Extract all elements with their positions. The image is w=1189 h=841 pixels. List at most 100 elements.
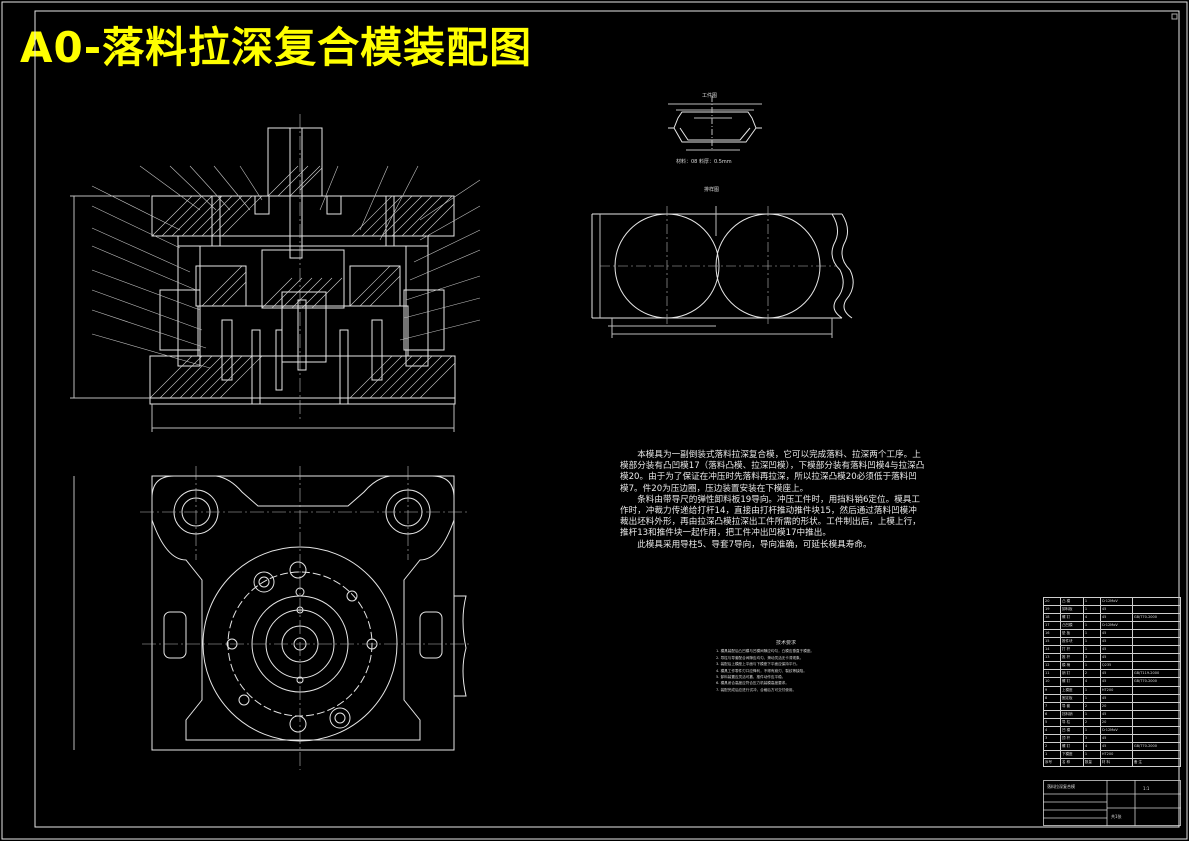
title-block: 落料拉深复合模 1:1 共1张 [1043, 780, 1181, 826]
bom-cell [1131, 693, 1182, 703]
bom-cell: 凸 模 [1059, 596, 1084, 607]
bom-cell: 1 [1082, 661, 1101, 671]
tech-item: 7. 装配完成后应进行试冲，合格后方可交付使用。 [716, 687, 797, 692]
bom-cell: 4 [1082, 741, 1101, 751]
bom-cell: 15 [1043, 637, 1061, 647]
bom-cell: 1 [1082, 645, 1101, 655]
bom-cell [1131, 701, 1182, 711]
bom-cell: 45 [1099, 605, 1133, 615]
design-description: 本模具为一副倒装式落料拉深复合模，它可以完成落料、拉深两个工序。上模部分装有凸凹… [620, 450, 925, 551]
bom-cell: 销 钉 [1059, 669, 1084, 679]
title-block-name: 落料拉深复合模 [1047, 784, 1075, 789]
bom-cell: 凹 模 [1059, 725, 1084, 735]
bom-cell: 45 [1099, 629, 1133, 639]
tech-item: 5. 卸料装置应灵活可靠，推件动作应平稳。 [716, 675, 786, 680]
bom-cell: 上模座 [1059, 685, 1084, 695]
bom-cell: Cr12MoV [1099, 621, 1133, 631]
tech-item: 4. 模具工作零件刃口应锋利，不得有崩刃、裂纹等缺陷。 [716, 668, 807, 673]
bom-cell: 45 [1099, 677, 1133, 687]
tech-item: 2. 导柱与导套配合间隙应均匀，滑动灵活无卡滞现象。 [716, 655, 804, 660]
bom-cell [1131, 621, 1182, 631]
bom-header-row: 序号 名 称 数量 材 料 备 注 [1043, 757, 1182, 767]
bom-header-cell: 名 称 [1059, 757, 1084, 767]
bom-cell: 1 [1082, 637, 1101, 647]
section-view [70, 127, 456, 432]
bom-cell: 45 [1099, 693, 1133, 703]
bom-cell: 螺 钉 [1059, 741, 1084, 751]
bom-cell [1131, 749, 1182, 759]
bom-cell: 20 [1043, 596, 1061, 607]
bom-cell: 45 [1099, 653, 1133, 663]
bom-cell: 挡料销 [1059, 709, 1084, 719]
bom-cell: 打 杆 [1059, 645, 1084, 655]
bom-cell: Q235 [1099, 661, 1133, 671]
bom-cell: 45 [1099, 741, 1133, 751]
title-block-sheet: 共1张 [1111, 814, 1122, 819]
bom-cell: 20 [1099, 701, 1133, 711]
bom-cell [1131, 645, 1182, 655]
bom-cell [1131, 661, 1182, 671]
title-block-scale: 1:1 [1143, 786, 1150, 791]
bom-cell [1131, 709, 1182, 719]
bom-cell: 卸料板 [1059, 605, 1084, 615]
plan-view [73, 475, 467, 751]
bom-cell: 1 [1043, 749, 1061, 759]
bom-cell: 1 [1082, 629, 1101, 639]
bom-header-cell: 序号 [1043, 757, 1061, 767]
tech-item: 1. 模具装配后凸凹模与凹模间隙应均匀，凸模应垂直于模座。 [716, 649, 815, 654]
bom-cell: 4 [1043, 725, 1061, 735]
strip-layout [591, 206, 854, 338]
bom-cell: 4 [1082, 613, 1101, 623]
bom-header-cell: 数量 [1082, 757, 1101, 767]
tech-item: 6. 模具闭合高度应符合压力机装模高度要求。 [716, 681, 789, 686]
description-paragraph-1: 本模具为一副倒装式落料拉深复合模，它可以完成落料、拉深两个工序。上模部分装有凸凹… [620, 450, 925, 494]
bom-cell: 2 [1082, 669, 1101, 679]
bom-cell [1131, 717, 1182, 727]
bom-cell: GB/T70-2000 [1131, 741, 1182, 751]
bom-cell: 顶 杆 [1059, 733, 1084, 743]
bom-cell [1131, 653, 1182, 663]
bom-cell: 1 [1082, 693, 1101, 703]
drawing-title: A0-落料拉深复合模装配图 [20, 23, 533, 72]
bom-cell: Cr12MoV [1099, 596, 1133, 607]
part-drawing-heading: 工件图 [702, 93, 718, 99]
bom-cell: 1 [1082, 709, 1101, 719]
bom-cell: 45 [1099, 669, 1133, 679]
bom-cell: 1 [1082, 685, 1101, 695]
bom-cell: 7 [1043, 701, 1061, 711]
bom-cell: 2 [1082, 701, 1101, 711]
bom-cell: 推件块 [1059, 637, 1084, 647]
bom-cell: 10 [1043, 677, 1061, 687]
bom-cell: 12 [1043, 661, 1061, 671]
description-paragraph-3: 此模具采用导柱5、导套7导向，导向准确，可延长模具寿命。 [637, 539, 872, 550]
bom-cell: 16 [1043, 629, 1061, 639]
bom-cell: 45 [1099, 709, 1133, 719]
bom-cell: 模 柄 [1059, 661, 1084, 671]
bom-cell: 18 [1043, 613, 1061, 623]
corner-mark [1171, 13, 1178, 20]
bom-cell: 下模座 [1059, 749, 1084, 759]
bom-cell: 9 [1043, 685, 1061, 695]
bom-cell: 垫 板 [1059, 629, 1084, 639]
bom-cell: 1 [1082, 621, 1101, 631]
bom-cell [1131, 637, 1182, 647]
bom-cell [1131, 596, 1182, 607]
layout-drawing-heading: 排样图 [704, 187, 720, 193]
bom-cell: 8 [1043, 693, 1061, 703]
